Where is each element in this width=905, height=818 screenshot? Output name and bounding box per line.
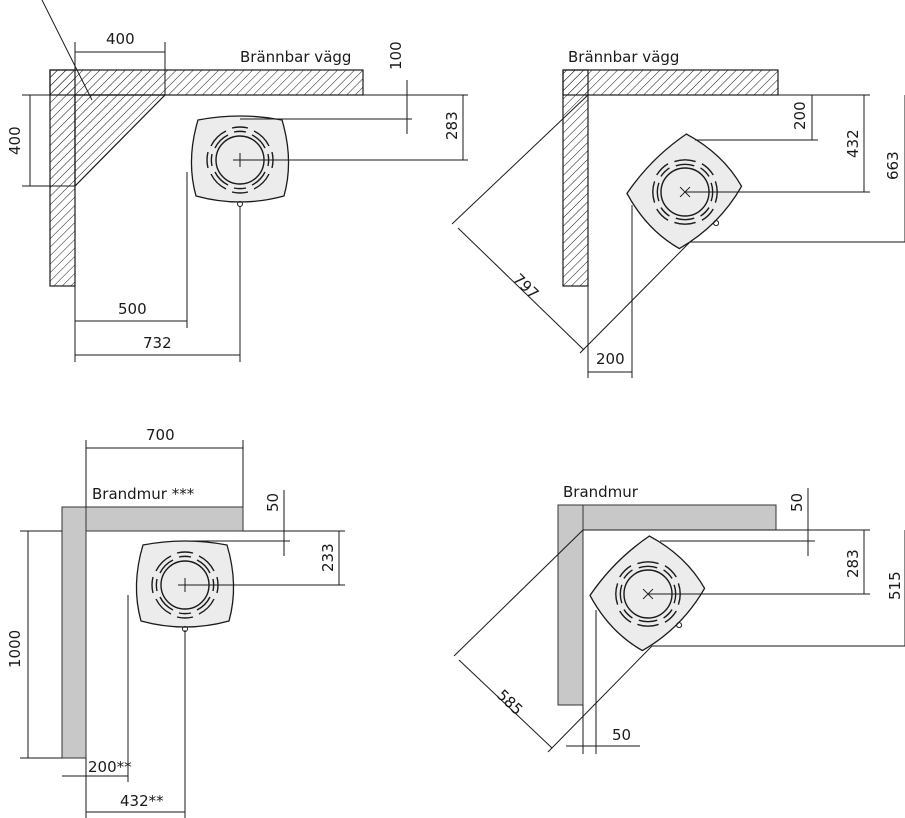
dim-diagonal: 797 <box>509 270 542 303</box>
dim-center-gap: 432 <box>844 129 862 158</box>
dim-back-center: 732 <box>143 334 172 352</box>
dim-side: 400 <box>6 126 24 155</box>
dim-diagonal: 585 <box>493 686 526 719</box>
firewall-top <box>61 506 244 532</box>
dim-bottom: 200 <box>596 350 625 368</box>
stove <box>135 540 235 632</box>
firewall-top <box>557 504 777 531</box>
dim-far-gap: 515 <box>886 571 904 600</box>
dim-center-gap: 283 <box>443 111 461 140</box>
wall-top-hatched <box>49 69 364 96</box>
dim-back-edge: 500 <box>118 300 147 318</box>
dim-center-gap: 233 <box>319 543 337 572</box>
dim-top: 700 <box>146 426 175 444</box>
dim-edge-gap: 50 <box>788 493 806 512</box>
dim-wall-gap: 100 <box>387 41 405 70</box>
firewall-side <box>61 506 87 759</box>
stove <box>626 133 743 250</box>
wall-side-hatched <box>49 69 76 287</box>
protection-zone <box>74 94 167 188</box>
stove <box>589 535 706 652</box>
dim-center-gap: 283 <box>844 549 862 578</box>
firewall-side <box>557 504 584 706</box>
stove <box>190 115 290 207</box>
dim-top: 400 <box>106 30 135 48</box>
wall-label: Brandmur <box>563 483 639 501</box>
diagram-1: Brännbar vägg 400 400 100 283 500 <box>6 0 468 362</box>
dim-edge-gap: 200 <box>791 101 809 130</box>
dim-far-gap: 663 <box>884 151 902 180</box>
diagram-2: Brännbar vägg 200 432 663 797 200 <box>451 48 905 378</box>
wall-label: Brännbar vägg <box>568 48 679 66</box>
wall-top-hatched <box>562 69 779 96</box>
dim-back-edge: 200** <box>88 758 132 776</box>
dim-back-center: 432** <box>120 792 164 810</box>
diagram-4: Brandmur 50 283 515 585 50 <box>453 483 905 754</box>
dim-bottom: 50 <box>612 726 631 744</box>
wall-label: Brandmur *** <box>92 485 195 503</box>
dim-wall-gap: 50 <box>264 493 282 512</box>
dim-side: 1000 <box>6 630 24 668</box>
wall-label: Brännbar vägg <box>240 48 351 66</box>
diagram-3: Brandmur *** 700 1000 50 233 200** <box>6 426 345 818</box>
wall-side-hatched <box>562 69 589 287</box>
